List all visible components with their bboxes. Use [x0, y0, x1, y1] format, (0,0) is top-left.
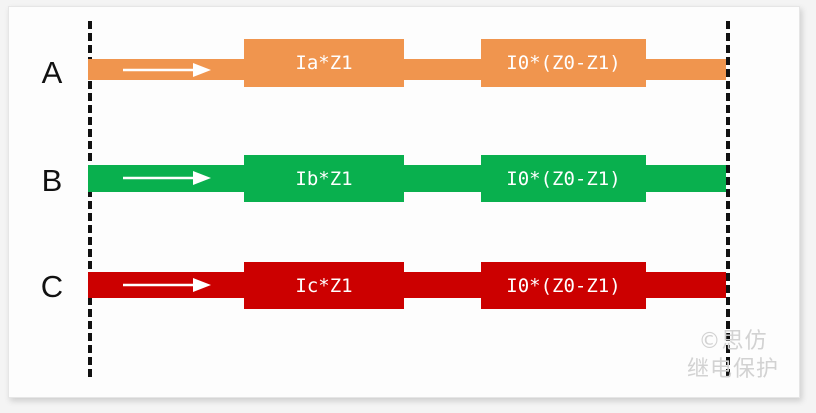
drop-block-b-1: Ib*Z1 [244, 155, 404, 202]
right-boundary-line [726, 21, 730, 377]
left-boundary-line [88, 21, 92, 377]
drop-block-label: I0*(Z0-Z1) [506, 52, 621, 74]
figure-card: A Ia*Z1 I0*(Z0-Z1) B Ib*Z1 [8, 6, 800, 398]
drop-block-label: I0*(Z0-Z1) [506, 274, 621, 297]
watermark-line-1: ©思仿 [698, 329, 768, 354]
drop-block-a-1: Ia*Z1 [244, 39, 404, 87]
drop-block-label: Ib*Z1 [295, 167, 353, 190]
watermark-line-2: 继电保护 [686, 356, 779, 382]
drop-block-b-2: I0*(Z0-Z1) [481, 155, 646, 202]
phase-label-b: B [41, 163, 63, 198]
drop-block-c-2: I0*(Z0-Z1) [481, 262, 646, 309]
phase-label-a: A [41, 55, 63, 90]
phase-label-c: C [40, 269, 64, 304]
drop-block-c-1: Ic*Z1 [244, 262, 404, 309]
drop-block-label: Ia*Z1 [295, 52, 353, 74]
drop-block-label: Ic*Z1 [295, 274, 353, 297]
watermark: ©思仿 继电保护 [687, 328, 779, 383]
drop-block-a-2: I0*(Z0-Z1) [481, 39, 646, 87]
drop-block-label: I0*(Z0-Z1) [506, 167, 621, 190]
